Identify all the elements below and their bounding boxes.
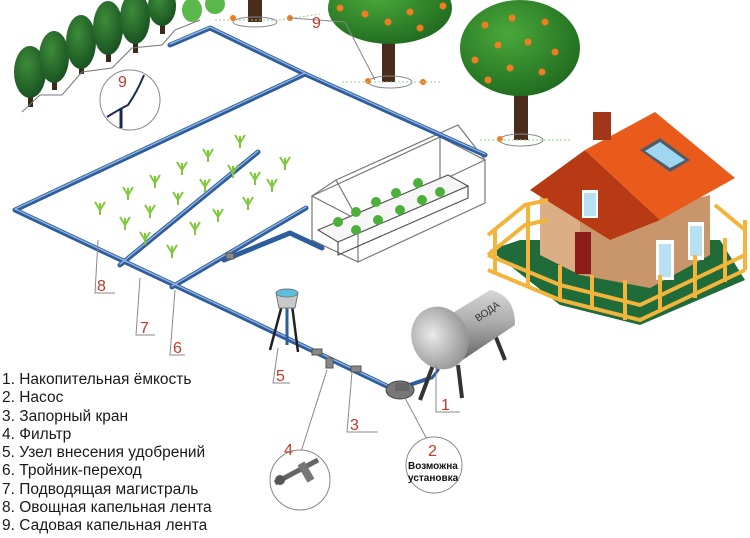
- callout-leaders: [94, 17, 460, 456]
- callout-number-7: 7: [140, 320, 149, 337]
- tree-icon: [66, 15, 96, 74]
- filter-icon: [273, 457, 320, 486]
- fertilizer-unit: [268, 288, 300, 353]
- fruit-tree: [328, 0, 452, 89]
- filter-detail-circle: 4: [269, 442, 331, 511]
- fruit-tree: [460, 0, 580, 147]
- pump: [385, 380, 415, 400]
- callout-number-3: 3: [350, 417, 359, 434]
- legend-item-8: 8. Овощная капельная лента: [2, 499, 212, 517]
- legend-item-1: 1. Накопительная ёмкость: [2, 371, 192, 388]
- storage-tank: ВОДА: [411, 290, 515, 401]
- callout-number-6: 6: [173, 340, 182, 357]
- greenhouse-plants: [333, 178, 445, 235]
- vegetable-plants: [94, 134, 291, 258]
- callout-number-9: 9: [312, 15, 321, 32]
- drip-emitter-icon: [106, 74, 145, 128]
- legend: 1. Накопительная ёмкость 2. Насос 3. Зап…: [2, 371, 212, 536]
- callout-number-4: 4: [284, 442, 293, 459]
- garden-tree-row: [14, 0, 225, 113]
- pump-note-line1: Возможна: [408, 461, 458, 472]
- legend-item-7: 7. Подводящая магистраль: [2, 480, 199, 498]
- callout-number-5: 5: [276, 368, 285, 385]
- house: [490, 112, 745, 325]
- tree-icon: [120, 0, 150, 53]
- legend-item-6: 6. Тройник-переход: [2, 462, 142, 480]
- tree-icon: [14, 46, 46, 107]
- legend-item-3: 3. Запорный кран: [2, 407, 129, 425]
- callout-number-8: 8: [97, 278, 106, 295]
- callout-number-2: 2: [428, 443, 437, 460]
- fence: [486, 198, 747, 323]
- pipe-fittings: [225, 252, 362, 373]
- legend-item-5: 5. Узел внесения удобрений: [2, 444, 206, 462]
- drip-emitter-detail-circle: 9: [99, 69, 161, 131]
- pump-note-line2: установка: [408, 473, 459, 484]
- tree-icon: [39, 31, 69, 90]
- legend-item-2: 2. Насос: [2, 389, 64, 407]
- fruit-tree: [232, 0, 278, 28]
- legend-item-9: 9. Садовая капельная лента: [2, 517, 208, 535]
- pump-note-circle: 2 Возможна установка: [405, 436, 463, 494]
- callout-number-1: 1: [441, 397, 450, 414]
- tree-icon: [93, 1, 123, 62]
- legend-item-4: 4. Фильтр: [2, 425, 72, 443]
- tree-icon: [148, 0, 176, 34]
- callout-number-9-detail: 9: [118, 74, 127, 91]
